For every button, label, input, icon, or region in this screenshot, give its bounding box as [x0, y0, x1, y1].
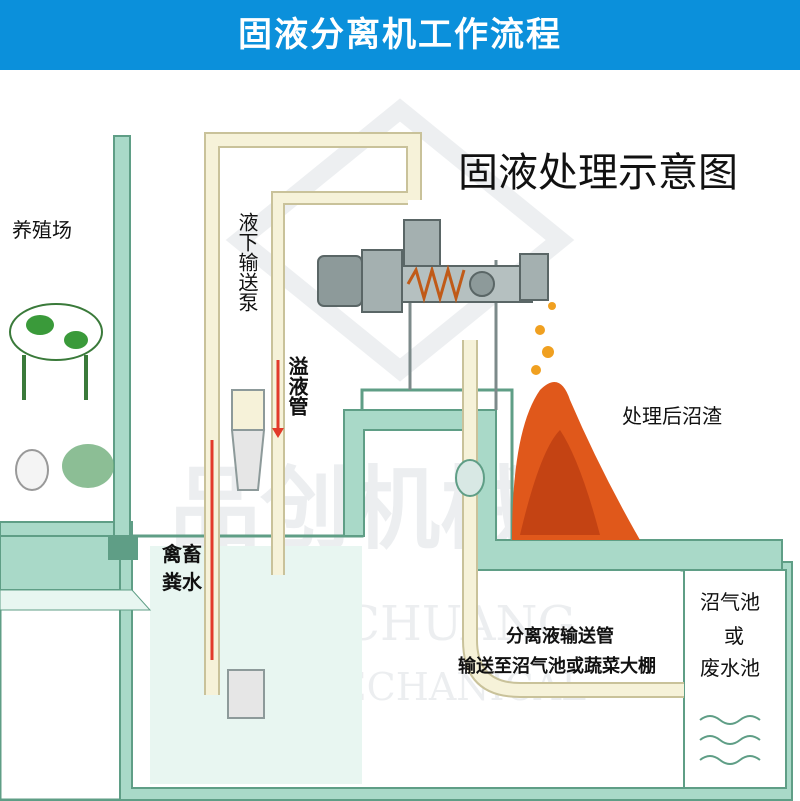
- residue-label: 处理后沼渣: [622, 404, 722, 428]
- submersible-pump: [227, 389, 266, 719]
- diagram-title: 固液处理示意图: [458, 150, 738, 196]
- liquid-pipe-label: 分离液输送管: [506, 626, 614, 647]
- drain-box: [108, 536, 138, 560]
- overflow-pipe-label: 溢液管: [285, 356, 309, 416]
- gearbox: [361, 249, 403, 313]
- title-banner: [0, 0, 800, 70]
- biogas-tank: [683, 569, 787, 789]
- page-title: 固液分离机工作流程: [238, 15, 562, 55]
- outlet-wheel: [469, 271, 495, 297]
- cow: [9, 303, 103, 361]
- livestock: [9, 303, 114, 491]
- sump-water: [150, 546, 362, 784]
- inflow-slope: [0, 589, 152, 611]
- pig: [62, 444, 114, 488]
- chicken: [15, 449, 49, 491]
- discharge-head: [519, 253, 549, 301]
- farm-wall: [113, 135, 131, 537]
- tank-label-3: 废水池: [700, 656, 760, 680]
- motor: [317, 255, 363, 307]
- separated-liquid-pipe: [463, 340, 684, 697]
- liquid-pipe-dest-label: 输送至沼气池或蔬菜大棚: [458, 656, 656, 677]
- channel-system: [0, 135, 793, 801]
- screw-thread: [406, 264, 466, 304]
- pipes: [204, 132, 684, 698]
- pump-label: 液下输送泵: [235, 212, 259, 312]
- tank-label-1: 沼气池: [700, 590, 760, 614]
- manure-water-label: 禽畜粪水: [162, 542, 202, 594]
- tank-label-2: 或: [724, 624, 744, 648]
- pump-riser-pipe: [205, 133, 421, 695]
- inlet-box: [403, 219, 441, 267]
- farm-floor: [0, 521, 133, 537]
- separator-machine: [317, 219, 549, 497]
- process-diagram: 品创机械 PINCHUANG MECHANICAL: [0, 98, 793, 801]
- overflow-pipe: [272, 192, 408, 575]
- residue-pile: [512, 302, 640, 540]
- flow-meter: [455, 459, 485, 497]
- farm-label: 养殖场: [12, 218, 72, 242]
- tank-water-wave: [699, 715, 761, 765]
